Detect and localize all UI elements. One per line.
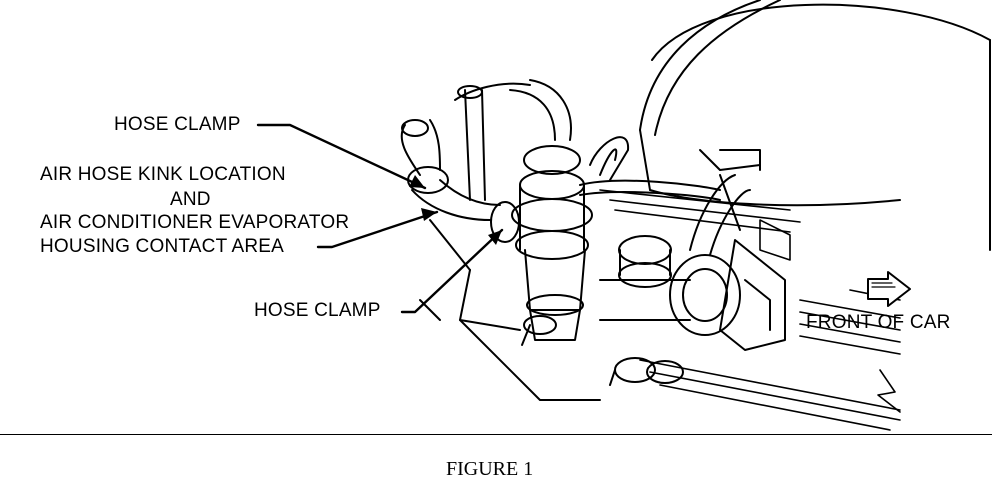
front-direction-arrow xyxy=(867,271,911,307)
hose-clamp-top-label: HOSE CLAMP xyxy=(114,114,241,135)
evaporator-label: AIR CONDITIONER EVAPORATOR xyxy=(40,212,350,233)
housing-contact-label: HOUSING CONTACT AREA xyxy=(40,236,284,257)
upper-air-hose xyxy=(454,79,572,201)
egr-valve xyxy=(599,174,786,351)
and-label: AND xyxy=(170,189,211,210)
arrowheads xyxy=(409,175,502,245)
figure-caption: FIGURE 1 xyxy=(446,458,534,480)
valve-cover-ribs xyxy=(599,189,901,431)
air-diverter-valve xyxy=(511,145,593,341)
air-cleaner-housing xyxy=(639,0,991,251)
air-hose-kink-label: AIR HOSE KINK LOCATION xyxy=(40,164,286,185)
leader-lines xyxy=(256,123,504,314)
lower-hose-clamps xyxy=(521,315,684,386)
hose-clamp-bottom-label: HOSE CLAMP xyxy=(254,300,381,321)
divider-rule xyxy=(0,434,992,435)
front-of-car-label: FRONT OF CAR xyxy=(806,312,951,333)
engine-block xyxy=(419,219,601,401)
